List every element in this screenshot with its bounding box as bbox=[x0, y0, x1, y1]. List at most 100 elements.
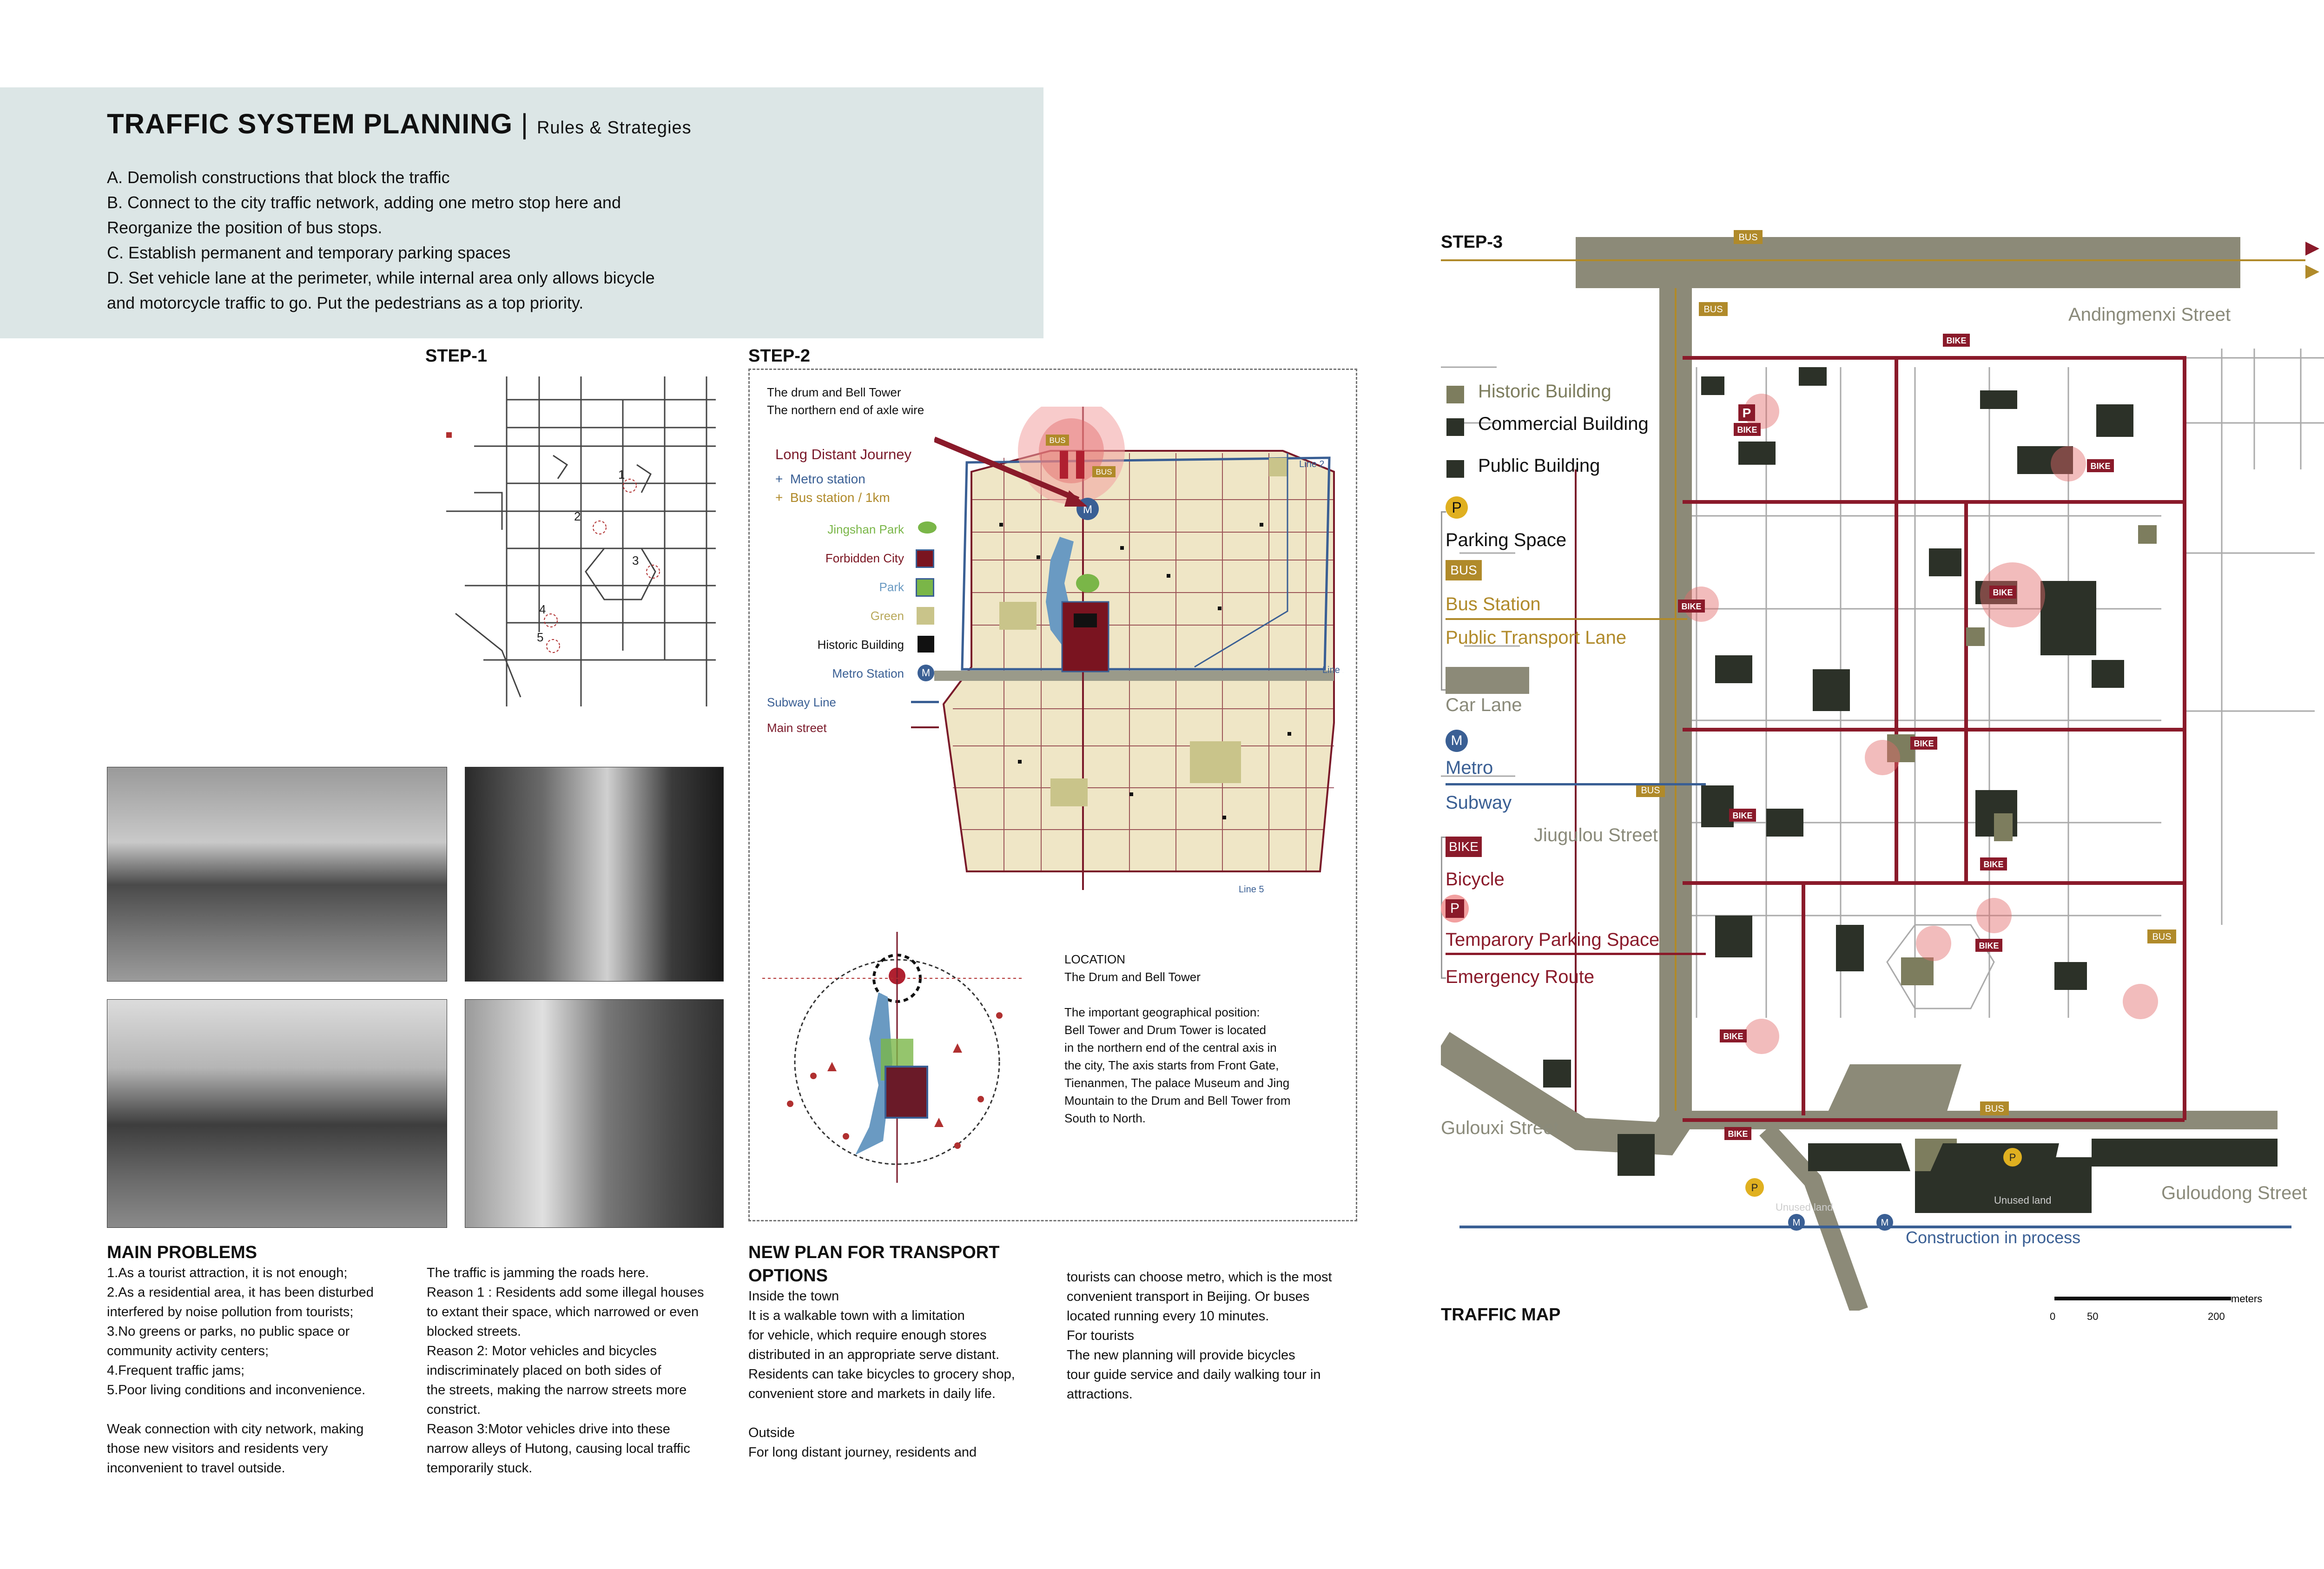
legend-label: Main street bbox=[767, 721, 827, 735]
step2-frame bbox=[748, 369, 1357, 1221]
location-line: South to North. bbox=[1064, 1111, 1146, 1125]
construction-label: Construction in process bbox=[1906, 1228, 2080, 1247]
legend-parking: Parking Space bbox=[1446, 530, 1567, 550]
text-line: For long distant journey, residents and bbox=[748, 1445, 977, 1460]
parking-icon: P bbox=[1751, 1182, 1758, 1193]
text-line: For tourists bbox=[1067, 1328, 1135, 1343]
legend-heading: Long Distant Journey bbox=[775, 446, 911, 462]
text-line: attractions. bbox=[1067, 1387, 1133, 1402]
commercial-swatch-icon bbox=[1446, 418, 1464, 436]
legend-row: Historic Building bbox=[762, 636, 953, 665]
swatch-icon bbox=[917, 607, 934, 625]
text-line bbox=[748, 1404, 1015, 1423]
metro-icon: M bbox=[1446, 730, 1468, 752]
bike-icon: BIKE bbox=[1728, 1129, 1748, 1139]
step2-intro: The drum and Bell Tower The northern end… bbox=[767, 383, 924, 419]
car-lane-swatch-icon bbox=[1446, 667, 1529, 694]
public-swatch-icon bbox=[1446, 460, 1464, 478]
bike-icon: BIKE bbox=[1732, 811, 1752, 820]
bike-icon: BIKE bbox=[1914, 739, 1934, 748]
text-line: located running every 10 minutes. bbox=[1067, 1309, 1269, 1324]
step1-marker: 4 bbox=[539, 602, 546, 616]
photo-alley-interior bbox=[465, 767, 724, 982]
bike-icon: BIKE bbox=[2090, 461, 2110, 471]
main-problems-col2: The traffic is jamming the roads here. R… bbox=[427, 1263, 704, 1478]
line5-label: Line 5 bbox=[1239, 884, 1264, 895]
title-text: TRAFFIC SYSTEM PLANNING bbox=[107, 108, 513, 139]
bike-icon: BIKE bbox=[1983, 860, 2003, 869]
legend-bracket bbox=[1441, 511, 1446, 691]
street-name: Gulouxi Street bbox=[1441, 1118, 1558, 1138]
text-line: the streets, making the narrow streets m… bbox=[427, 1383, 687, 1398]
bike-icon: BIKE bbox=[1681, 602, 1701, 611]
text-line: for vehicle, which require enough stores bbox=[748, 1328, 987, 1343]
legend-row: Main street bbox=[762, 719, 953, 745]
step1-label: STEP-1 bbox=[425, 346, 488, 366]
text-line: interfered by noise pollution from touri… bbox=[107, 1305, 354, 1319]
street-name: Guloudong Street bbox=[2161, 1183, 2307, 1203]
intro-line: The northern end of axle wire bbox=[767, 403, 924, 417]
legend-row: Jingshan Park bbox=[762, 521, 953, 549]
bike-icon: BIKE bbox=[1979, 941, 1999, 950]
legend-label: Jingshan Park bbox=[827, 522, 904, 536]
line-swatch-icon bbox=[911, 726, 939, 728]
legend-transport-lane: Public Transport Lane bbox=[1446, 627, 1627, 648]
bus-plus-icon: + bbox=[775, 490, 790, 505]
text-line: Reason 1 : Residents add some illegal ho… bbox=[427, 1285, 704, 1300]
rules-list: A. Demolish constructions that block the… bbox=[107, 165, 990, 316]
step1-street-map: 1 2 3 4 5 bbox=[446, 376, 716, 706]
bus-icon: BUS bbox=[1641, 785, 1660, 796]
step3-traffic-map: P BIKE BIKE BIKE BIKE BIKE BIKE BIKE BIK… bbox=[1441, 230, 2324, 1311]
text-line: 5.Poor living conditions and inconvenien… bbox=[107, 1383, 366, 1398]
step3-label: STEP-3 bbox=[1441, 232, 1503, 252]
parking-icon: P bbox=[2009, 1152, 2016, 1163]
rule-line: Reorganize the position of bus stops. bbox=[107, 218, 383, 237]
step3-legend: Historic Building Commercial Building Pu… bbox=[1441, 372, 1710, 987]
text-line: 4.Frequent traffic jams; bbox=[107, 1363, 245, 1378]
temp-parking-icon: P bbox=[1446, 899, 1464, 918]
text-line: Reason 3:Motor vehicles drive into these bbox=[427, 1422, 670, 1437]
swatch-icon bbox=[916, 578, 934, 597]
legend-row: Green bbox=[762, 607, 953, 636]
text-line: convenient store and markets in daily li… bbox=[748, 1386, 996, 1401]
location-line: The important geographical position: bbox=[1064, 1005, 1260, 1019]
location-text: LOCATION The Drum and Bell Tower The imp… bbox=[1064, 950, 1291, 1127]
swatch-icon bbox=[916, 549, 934, 568]
legend-row: Park bbox=[762, 578, 953, 607]
step1-marker: 2 bbox=[574, 509, 581, 523]
legend-car-lane: Car Lane bbox=[1446, 695, 1522, 715]
legend-commercial: Commercial Building bbox=[1478, 414, 1649, 434]
text-line bbox=[107, 1400, 374, 1419]
location-line: Tienanmen, The palace Museum and Jing bbox=[1064, 1076, 1290, 1090]
photo-courtyard bbox=[107, 767, 447, 982]
intro-line: The drum and Bell Tower bbox=[767, 385, 901, 399]
line1-label: Line 1 bbox=[1322, 665, 1343, 675]
title-line: NEW PLAN FOR TRANSPORT bbox=[748, 1243, 1000, 1262]
swatch-icon bbox=[918, 521, 937, 534]
text-line: blocked streets. bbox=[427, 1324, 522, 1339]
text-line: Outside bbox=[748, 1425, 795, 1440]
metro-icon: M bbox=[1793, 1218, 1801, 1228]
new-plan-title: NEW PLAN FOR TRANSPORT OPTIONS bbox=[748, 1241, 999, 1287]
rule-line: D. Set vehicle lane at the perimeter, wh… bbox=[107, 268, 655, 287]
text-line: Reason 2: Motor vehicles and bicycles bbox=[427, 1344, 657, 1358]
bus-line-swatch-icon bbox=[1446, 618, 1687, 620]
location-line: in the northern end of the central axis … bbox=[1064, 1041, 1277, 1055]
page-title: TRAFFIC SYSTEM PLANNING | Rules & Strate… bbox=[107, 108, 692, 140]
bus-icon: BUS bbox=[1096, 468, 1112, 476]
location-line: LOCATION bbox=[1064, 952, 1125, 966]
scale-unit: meters bbox=[2231, 1293, 2262, 1305]
unused-land-label: Unused land bbox=[1994, 1194, 2052, 1206]
text-line: inconvenient to travel outside. bbox=[107, 1461, 285, 1476]
step2-axis-diagram bbox=[762, 932, 1023, 1183]
rule-line: and motorcycle traffic to go. Put the pe… bbox=[107, 293, 584, 312]
bike-icon: BIKE bbox=[1446, 837, 1482, 857]
text-line: Weak connection with city network, makin… bbox=[107, 1422, 364, 1437]
bus-icon: BUS bbox=[1050, 436, 1066, 445]
legend-label: Subway Line bbox=[767, 695, 836, 709]
historic-swatch-icon bbox=[1446, 386, 1464, 403]
legend-metro: Metro bbox=[1446, 758, 1493, 778]
legend-label: Historic Building bbox=[817, 638, 904, 652]
step2-legend: Jingshan Park Forbidden City Park Green … bbox=[762, 521, 953, 745]
step1-marker: 1 bbox=[618, 468, 625, 481]
